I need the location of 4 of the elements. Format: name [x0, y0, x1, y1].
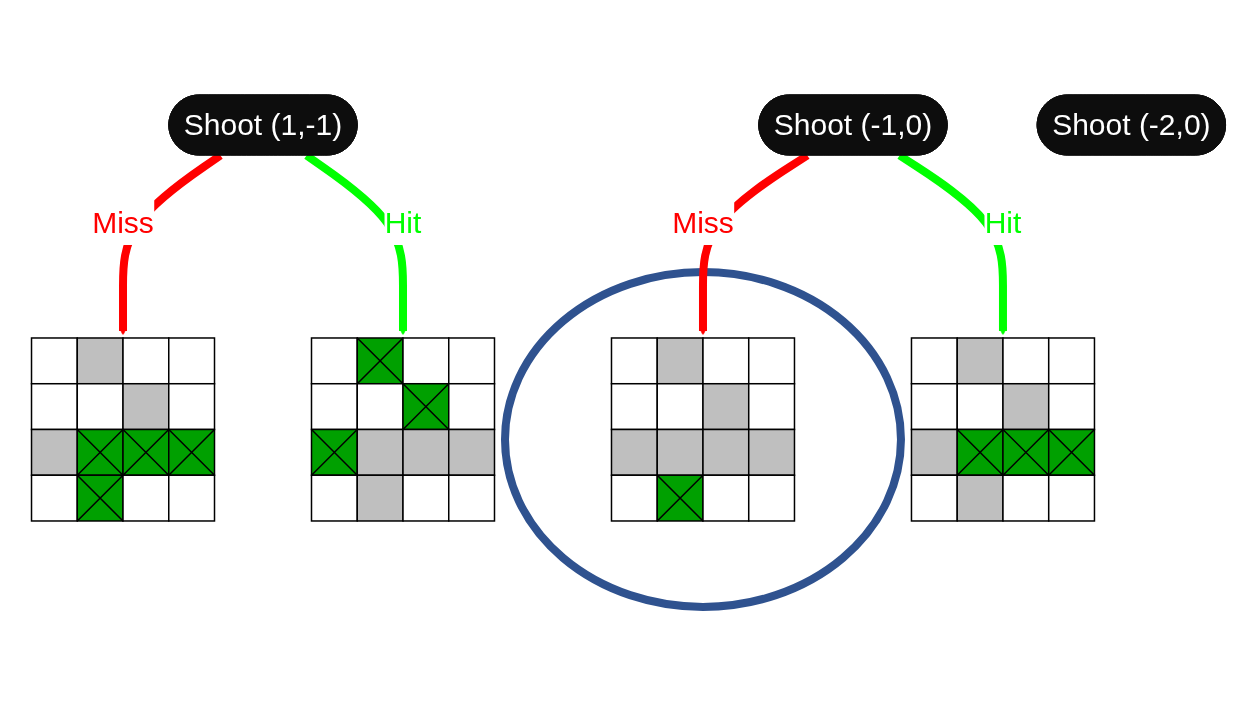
- edge-label: Miss: [91, 205, 154, 239]
- edge-label: Miss: [671, 205, 734, 239]
- edge-label: Hit: [984, 205, 1022, 239]
- edge-label: Hit: [384, 205, 422, 239]
